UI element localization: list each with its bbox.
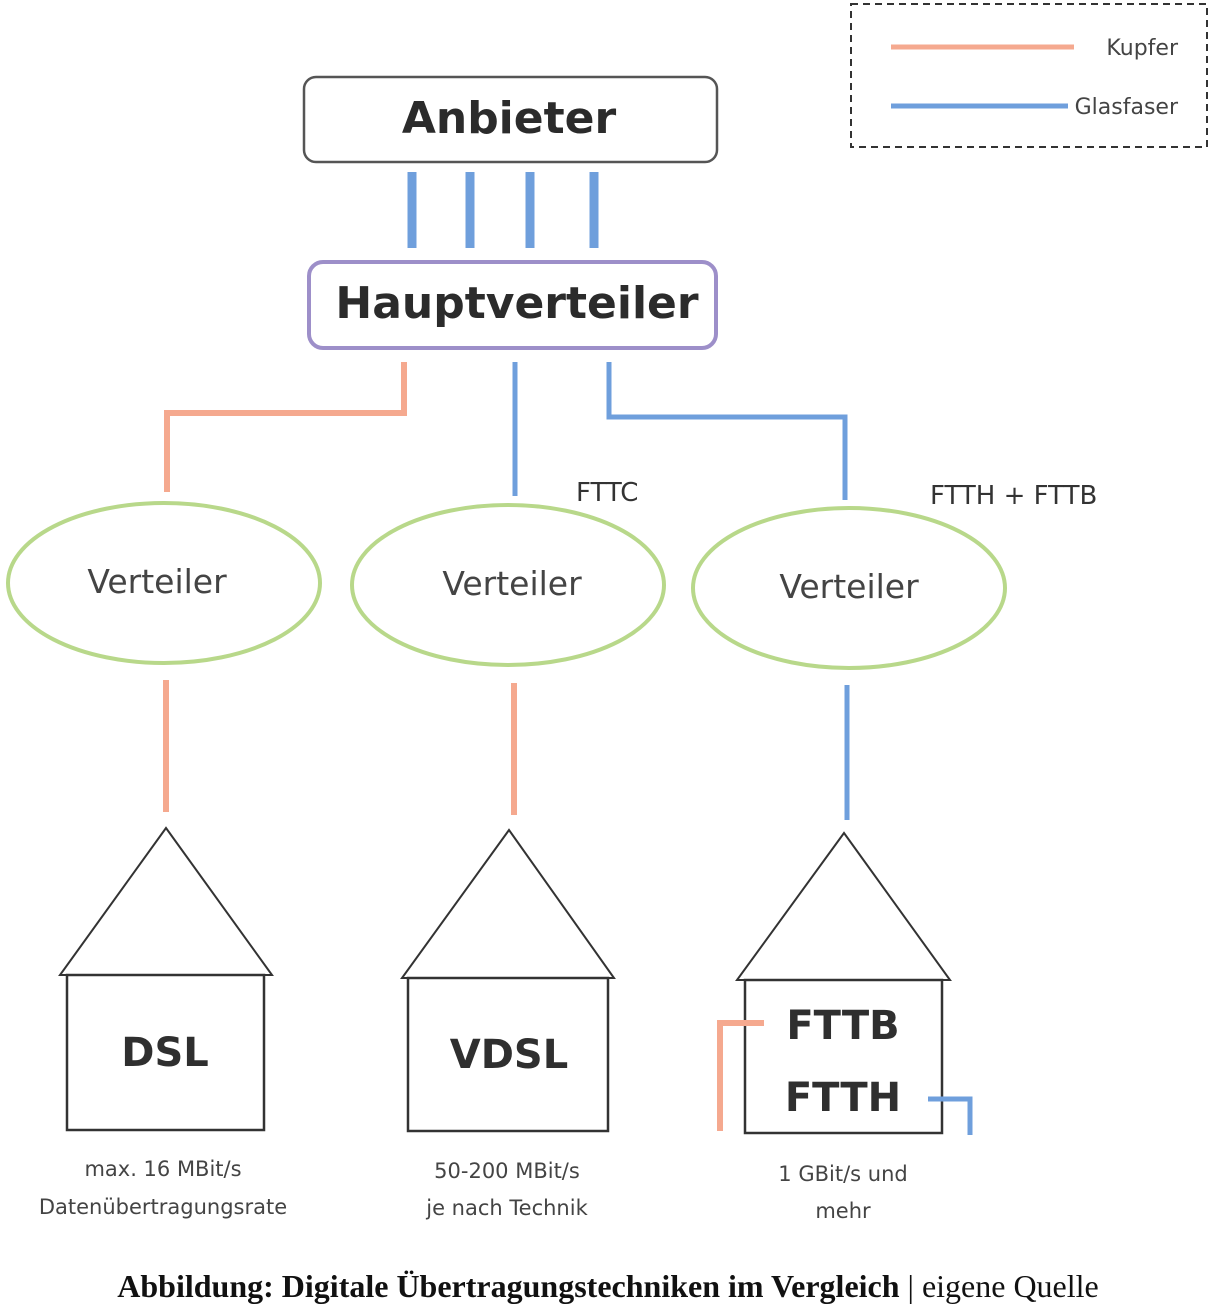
verteiler-label: Verteiler — [779, 567, 919, 606]
speed-line-1: 1 GBit/s und — [778, 1162, 907, 1186]
speed-line-1: 50-200 MBit/s — [434, 1159, 580, 1183]
house-dsl: DSL max. 16 MBit/s Datenübertragungsrate — [39, 826, 287, 1219]
house-label: VDSL — [450, 1032, 568, 1078]
speed-line-2: je nach Technik — [425, 1196, 588, 1220]
hauptverteiler-label: Hauptverteiler — [335, 278, 698, 329]
fiber-line-to-verteiler-3 — [606, 362, 848, 500]
ftth-fttb-label: FTTH + FTTB — [930, 481, 1097, 511]
house-label: DSL — [121, 1030, 209, 1076]
fttc-label: FTTC — [576, 478, 638, 508]
verteiler-oval — [691, 506, 1007, 670]
speed-line-2: Datenübertragungsrate — [39, 1195, 287, 1219]
verteiler-node-1: Verteiler — [6, 501, 322, 665]
caption-separator: | — [899, 1268, 922, 1304]
legend: Kupfer Glasfaser — [850, 3, 1208, 148]
legend-fiber-label: Glasfaser — [1075, 95, 1179, 120]
fttb-copper-connector — [717, 1020, 764, 1131]
fttb-label: FTTB — [786, 1003, 899, 1049]
house-body — [65, 973, 266, 1132]
house-body — [743, 978, 944, 1135]
ftth-fiber-connector — [928, 1096, 973, 1135]
caption-source: eigene Quelle — [921, 1268, 1099, 1304]
caption-title: Abbildung: Digitale Übertragungstechnike… — [117, 1268, 900, 1304]
verteiler-oval — [350, 503, 666, 667]
house-fttx: FTTB FTTH 1 GBit/s und mehr — [717, 831, 973, 1223]
copper-line-to-verteiler-1 — [164, 362, 407, 492]
verteiler-node-2: Verteiler — [350, 503, 666, 667]
hauptverteiler-node: Hauptverteiler — [307, 260, 718, 350]
distribution-lines — [164, 362, 848, 500]
speed-line-1: max. 16 MBit/s — [84, 1157, 241, 1181]
legend-copper-label: Kupfer — [1106, 36, 1179, 61]
verteiler-node-3: Verteiler — [691, 506, 1007, 670]
speed-line-2: mehr — [815, 1199, 871, 1223]
house-lines — [163, 680, 850, 820]
ftth-label: FTTH — [785, 1075, 901, 1121]
house-roof — [735, 831, 952, 981]
anbieter-label: Anbieter — [402, 93, 617, 144]
house-roof — [58, 826, 274, 976]
anbieter-box — [302, 75, 719, 164]
verteiler-oval — [6, 501, 322, 665]
trunk-lines — [407, 172, 599, 248]
house-body — [406, 976, 610, 1133]
house-roof — [400, 828, 616, 979]
anbieter-node: Anbieter — [302, 75, 719, 164]
legend-frame — [850, 3, 1208, 148]
hauptverteiler-box — [307, 260, 718, 350]
verteiler-label: Verteiler — [442, 564, 582, 603]
verteiler-label: Verteiler — [87, 562, 227, 601]
house-vdsl: VDSL 50-200 MBit/s je nach Technik — [400, 828, 616, 1220]
figure-caption: Abbildung: Digitale Übertragungstechnike… — [0, 1268, 1216, 1305]
